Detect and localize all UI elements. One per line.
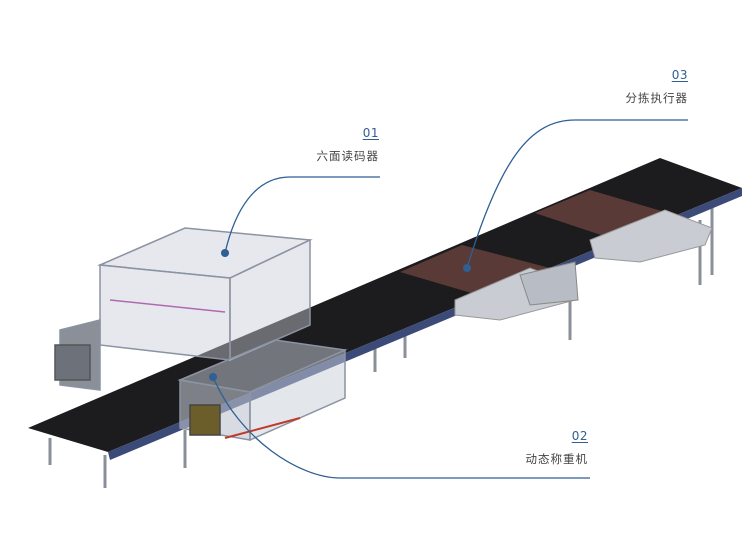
- callout-03: 03 分拣执行器: [626, 68, 689, 106]
- callout-lines: [212, 119, 688, 479]
- callout-number: 02: [571, 429, 588, 443]
- sorter-grid-2: [535, 190, 713, 263]
- sorter-grid-1: [400, 245, 579, 321]
- callout-01: 01 六面读码器: [317, 126, 380, 164]
- callout-number: 01: [362, 126, 379, 140]
- callout-number: 03: [671, 68, 688, 82]
- callout-label: 分拣执行器: [625, 91, 688, 105]
- callout-label: 动态称重机: [525, 452, 588, 466]
- callout-dots: [209, 249, 471, 381]
- dynamic-weigher: [177, 339, 348, 442]
- callout-02: 02 动态称重机: [526, 429, 589, 467]
- six-side-reader: [54, 227, 313, 391]
- callout-label: 六面读码器: [316, 149, 379, 163]
